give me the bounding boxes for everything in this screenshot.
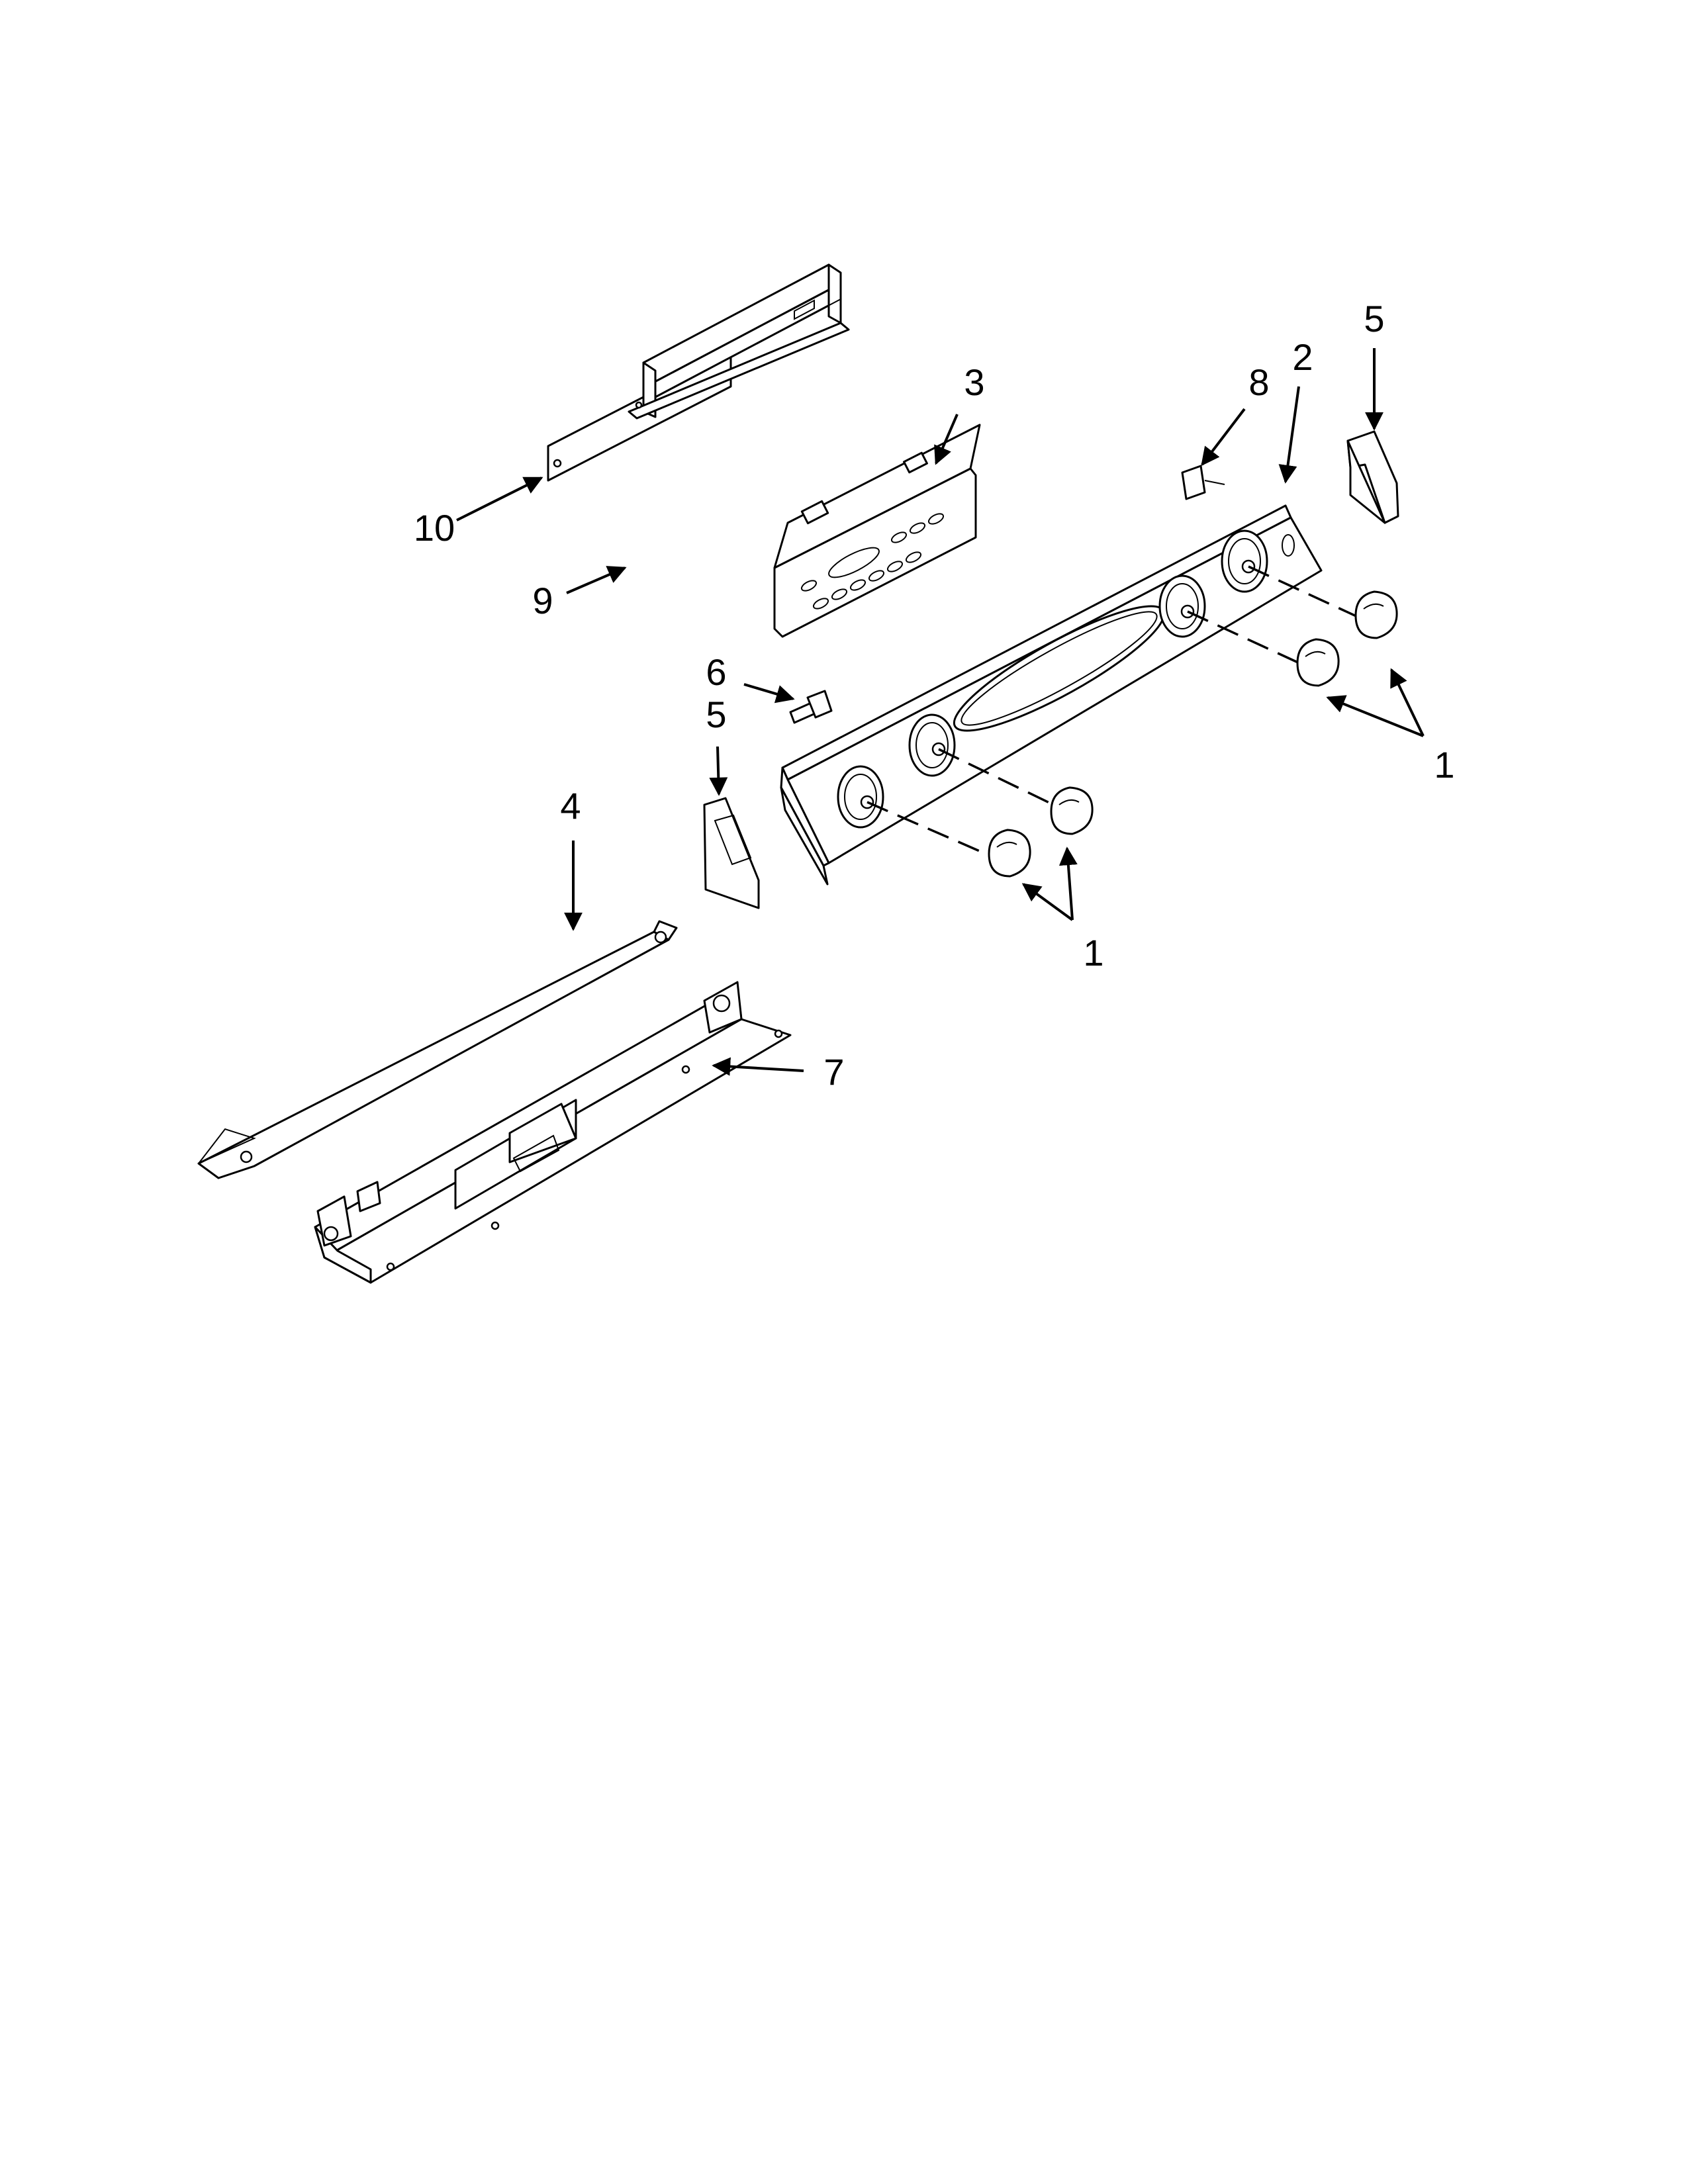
- part-7-channel: [314, 981, 792, 1284]
- leader-arrows: [456, 348, 1425, 1076]
- board-buttons: [800, 513, 945, 610]
- callout-10: 10: [414, 507, 455, 549]
- part-2-control-panel: [780, 504, 1323, 886]
- knob-2: [1050, 786, 1094, 835]
- callout-9: 9: [532, 580, 553, 621]
- part-5-end-cap-right: [1346, 430, 1399, 524]
- part-4-rail: [197, 920, 678, 1179]
- panel-dial-1: [837, 765, 884, 829]
- knob-3: [1296, 638, 1340, 687]
- knob-1: [988, 829, 1031, 878]
- callout-5-left: 5: [706, 694, 726, 735]
- part-3-control-board: [773, 424, 981, 638]
- callout-6: 6: [706, 651, 726, 693]
- panel-dial-2: [908, 713, 956, 777]
- panel-dial-4: [1221, 529, 1268, 593]
- callout-1-right: 1: [1434, 744, 1454, 786]
- callout-labels: 10 9 3 6 5 4 8 2 5 1 1 7: [414, 298, 1455, 1093]
- callout-8: 8: [1248, 361, 1269, 403]
- part-5-end-cap-left: [703, 797, 760, 909]
- part-8-connector: [1181, 465, 1225, 500]
- callout-7: 7: [823, 1051, 844, 1093]
- part-1-knobs: [988, 590, 1398, 878]
- callout-4: 4: [560, 785, 581, 827]
- panel-dial-3: [1158, 574, 1206, 638]
- part-6-screw: [789, 690, 833, 724]
- knob-alignment-lines: [867, 565, 1367, 862]
- callout-2: 2: [1292, 336, 1313, 378]
- knob-4: [1354, 590, 1398, 639]
- callout-3: 3: [964, 361, 984, 403]
- callout-5-right: 5: [1364, 298, 1384, 340]
- part-9-bracket: [628, 263, 850, 420]
- callout-1-left: 1: [1083, 932, 1103, 974]
